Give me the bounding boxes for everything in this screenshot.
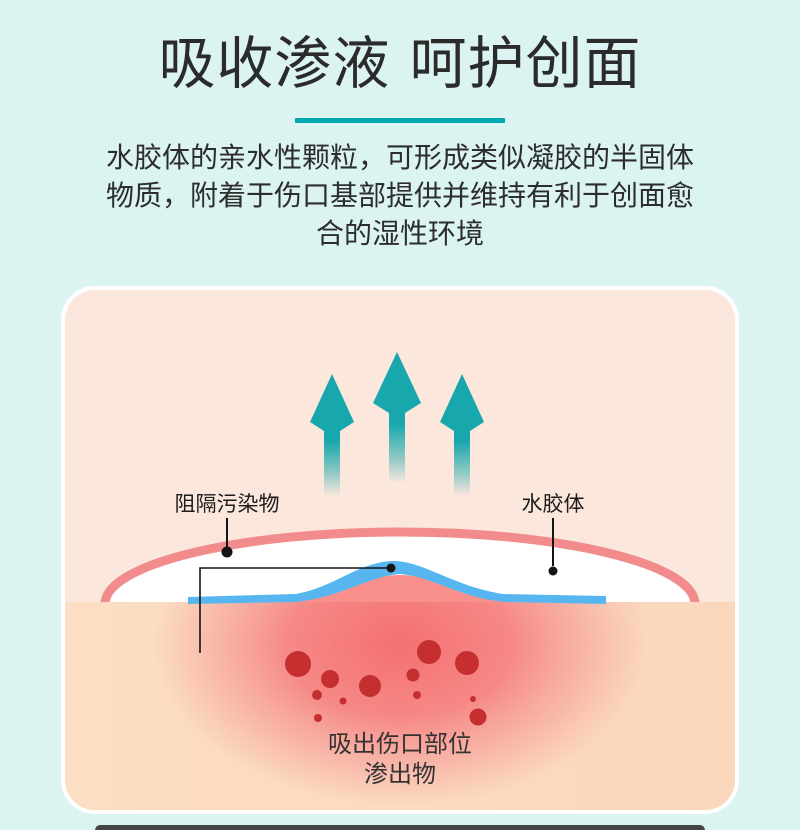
up-arrow-icon	[440, 374, 484, 496]
hydrocolloid-gel-layer	[188, 561, 606, 604]
exudate-dot	[455, 651, 479, 675]
description-line: 水胶体的亲水性颗粒，可形成类似凝胶的半固体	[105, 141, 694, 174]
label-block-contaminants: 阻隔污染物	[175, 492, 280, 516]
description-line: 合的湿性环境	[315, 217, 484, 250]
diagram-card: 阻隔污染物 水胶体 吸出伤口部位 渗出物	[61, 286, 739, 814]
exudate-dot	[314, 714, 322, 722]
exudate-dots	[285, 640, 487, 726]
exudate-dot	[470, 696, 476, 702]
exudate-dot	[417, 640, 441, 664]
leader-lines	[199, 518, 554, 653]
absorption-arrows	[310, 352, 484, 496]
exudate-dot	[469, 708, 487, 726]
exudate-dot	[321, 670, 339, 688]
wound-exudate-caption-line2: 渗出物	[364, 760, 436, 788]
leader-dot	[386, 563, 396, 573]
up-arrow-icon	[373, 352, 421, 483]
leader-line-gel-bump	[199, 567, 391, 653]
exudate-dot	[406, 668, 420, 682]
description-line: 物质，附着于伤口基部提供并维持有利于创面愈	[105, 179, 694, 212]
label-hydrocolloid: 水胶体	[522, 492, 585, 516]
exudate-dot	[285, 651, 311, 677]
description-paragraph: 水胶体的亲水性颗粒，可形成类似凝胶的半固体 物质，附着于伤口基部提供并维持有利于…	[70, 139, 730, 253]
leader-dot	[548, 566, 558, 576]
exudate-dot	[339, 697, 347, 705]
exudate-dot	[312, 690, 322, 700]
dressing-dome-outline	[100, 527, 700, 605]
exudate-dot	[413, 691, 421, 699]
page-title: 吸收渗液 呵护创面	[158, 31, 642, 97]
leader-dot	[221, 546, 233, 558]
title-underline	[295, 118, 505, 123]
wound-exudate-caption-line1: 吸出伤口部位	[328, 730, 472, 758]
wound-glow	[152, 602, 648, 806]
next-section-top-edge	[95, 825, 705, 830]
exudate-dot	[359, 675, 381, 697]
up-arrow-icon	[310, 374, 354, 496]
wound-mound	[293, 575, 507, 602]
wound-diagram: 阻隔污染物 水胶体 吸出伤口部位 渗出物	[65, 352, 735, 810]
product-infographic-page: 吸收渗液 呵护创面 水胶体的亲水性颗粒，可形成类似凝胶的半固体 物质，附着于伤口…	[0, 30, 800, 830]
